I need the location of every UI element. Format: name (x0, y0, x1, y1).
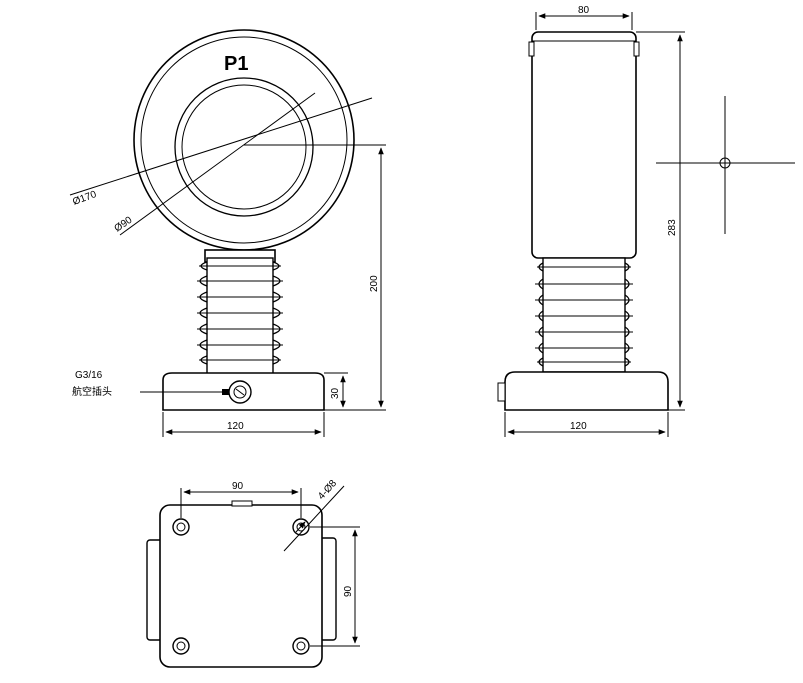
outer-ring-inner-edge (140, 36, 348, 244)
dia-outer-line (69, 97, 373, 196)
side-base-width-dim-label: 120 (570, 421, 587, 432)
connector-inner (233, 385, 247, 399)
mounting-hole (172, 518, 190, 536)
crosshair-symbol (656, 96, 795, 234)
mounting-hole (172, 637, 190, 655)
front-view-title: P1 (224, 53, 248, 75)
dia-inner-label: Ø90 (113, 215, 135, 235)
hole-spacing-x-label: 90 (232, 481, 244, 492)
inner-ring-outer-edge (174, 77, 314, 217)
mounting-hole (292, 637, 310, 655)
side-top-body (531, 31, 637, 259)
side-view: 80 283 120 (497, 5, 795, 437)
connector-label-line1: G3/16 (75, 370, 103, 381)
bottom-view: 90 90 4-Ø8 (146, 478, 360, 668)
hole-spacing-y-label: 90 (343, 585, 354, 597)
front-view: P1 Ø170 Ø90 G3/16 航空插头 (69, 29, 386, 437)
total-height-dim-label: 283 (667, 219, 678, 236)
hole-spec-label: 4-Ø8 (316, 478, 339, 502)
height-dim-label: 200 (369, 275, 380, 292)
side-bellows (535, 257, 633, 373)
connector-label-line2: 航空插头 (72, 385, 112, 398)
dia-inner-line (119, 92, 316, 236)
side-base (504, 371, 669, 411)
bellows (197, 257, 283, 375)
base-height-dim-label: 30 (330, 387, 341, 399)
dia-outer-label: Ø170 (71, 189, 98, 208)
front-base-width-dim-label: 120 (227, 421, 244, 432)
hole-spec-leader (283, 485, 345, 552)
inner-opening (181, 84, 307, 210)
side-top-width-dim-label: 80 (578, 5, 590, 16)
